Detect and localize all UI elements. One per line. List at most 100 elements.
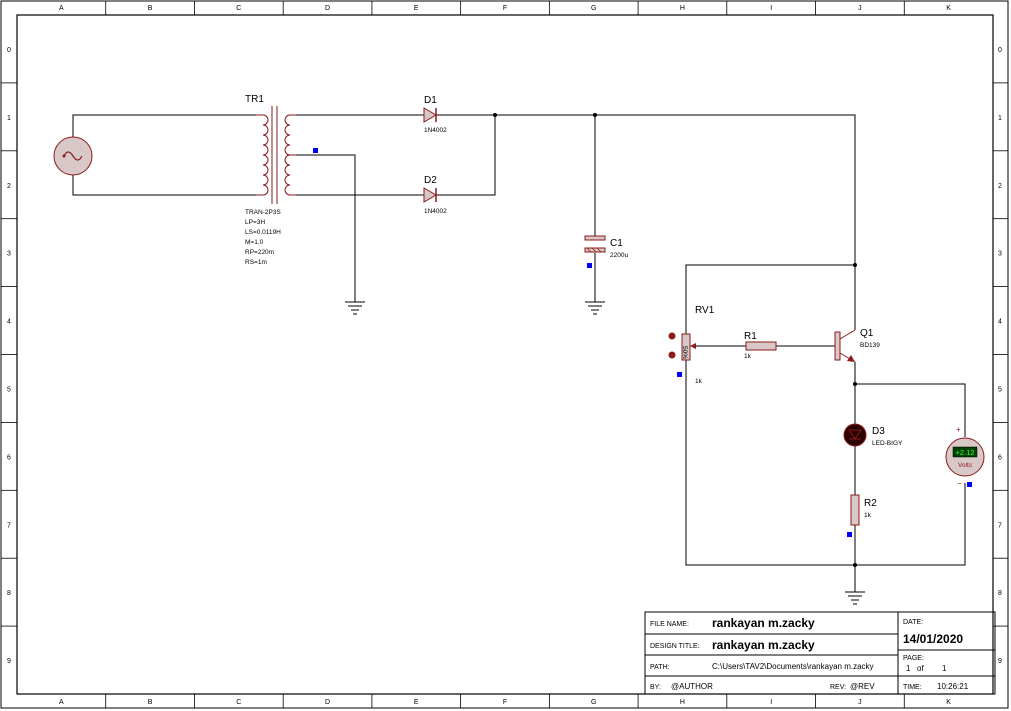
- path-label: PATH:: [650, 664, 670, 671]
- row-label-left: 6: [7, 454, 11, 461]
- time-value: 10:26:21: [937, 682, 969, 691]
- voltmeter[interactable]: +2.12 Volts + −: [945, 425, 985, 488]
- row-label-right: 1: [998, 115, 1002, 122]
- ground-icon: [585, 301, 605, 315]
- capacitor-c1[interactable]: C1 2200u: [584, 235, 628, 259]
- row-label-left: 9: [7, 658, 11, 665]
- q1-value: BD139: [860, 342, 880, 349]
- column-label-top: I: [770, 5, 772, 12]
- transistor-q1[interactable]: Q1 BD139: [834, 328, 880, 363]
- diode-d1[interactable]: D1 1N4002: [423, 95, 447, 134]
- row-label-left: 3: [7, 251, 11, 258]
- row-label-right: 7: [998, 522, 1002, 529]
- selection-markers: [313, 148, 972, 537]
- d2-ref: D2: [424, 175, 437, 186]
- r1-value: 1k: [744, 353, 752, 360]
- led-d3[interactable]: D3 LED-BIGY: [843, 423, 903, 447]
- tr1-param-2: LS=0.0119H: [245, 229, 281, 236]
- ground-icon: [345, 301, 365, 315]
- column-label-top: J: [858, 5, 862, 12]
- row-label-right: 5: [998, 386, 1002, 393]
- column-label-bottom: D: [325, 699, 330, 706]
- file-name-label: FILE NAME:: [650, 621, 689, 628]
- column-label-bottom: G: [591, 699, 596, 706]
- row-label-right: 9: [998, 658, 1002, 665]
- wires: [72, 114, 966, 592]
- column-label-bottom: I: [770, 699, 772, 706]
- column-label-top: D: [325, 5, 330, 12]
- tr1-param-1: LP=3H: [245, 219, 265, 226]
- rev-label: REV:: [830, 684, 846, 691]
- q1-ref: Q1: [860, 328, 874, 339]
- row-label-left: 7: [7, 522, 11, 529]
- column-label-bottom: B: [148, 699, 153, 706]
- resistor-r2[interactable]: R2 1k: [850, 494, 877, 526]
- d3-ref: D3: [872, 426, 885, 437]
- column-label-bottom: C: [236, 699, 241, 706]
- tr1-param-4: RP=220m: [245, 249, 274, 256]
- design-title-value: rankayan m.zacky: [712, 638, 815, 652]
- d3-value: LED-BIGY: [872, 440, 903, 447]
- column-label-top: K: [946, 5, 951, 12]
- rev-value: @REV: [850, 682, 875, 691]
- row-label-right: 2: [998, 183, 1002, 190]
- row-label-left: 2: [7, 183, 11, 190]
- path-value: C:\Users\TAV2\Documents\rankayan m.zacky: [712, 662, 874, 671]
- file-name-value: rankayan m.zacky: [712, 616, 815, 630]
- column-label-top: E: [414, 5, 419, 12]
- rv1-wiper-text: 50%: [681, 346, 688, 359]
- rv1-ref: RV1: [695, 305, 715, 316]
- diode-d2[interactable]: D2 1N4002: [423, 175, 447, 215]
- r1-ref: R1: [744, 331, 757, 342]
- r2-ref: R2: [864, 498, 877, 509]
- column-label-top: B: [148, 5, 153, 12]
- voltmeter-minus: −: [957, 479, 962, 488]
- c1-value: 2200u: [610, 252, 628, 259]
- row-label-right: 3: [998, 251, 1002, 258]
- row-label-left: 0: [7, 47, 11, 54]
- page-total: 1: [942, 664, 947, 673]
- resistor-r1[interactable]: R1 1k: [744, 331, 777, 360]
- column-label-top: F: [503, 5, 507, 12]
- voltmeter-plus: +: [956, 425, 961, 434]
- d1-ref: D1: [424, 95, 437, 106]
- column-label-bottom: E: [414, 699, 419, 706]
- d1-value: 1N4002: [424, 127, 447, 134]
- row-label-left: 8: [7, 590, 11, 597]
- row-label-left: 4: [7, 319, 11, 326]
- page-of: of: [917, 664, 924, 673]
- design-title-label: DESIGN TITLE:: [650, 643, 700, 650]
- rv1-decrease-button[interactable]: [668, 351, 676, 359]
- page-label: PAGE:: [903, 655, 924, 662]
- ground-icon: [845, 591, 865, 605]
- transformer-tr1[interactable]: TR1 TRAN-2P3S LP=3H LS=0.0119H M=1.0 RP=…: [245, 94, 296, 266]
- title-block: [644, 611, 996, 695]
- column-label-top: H: [680, 5, 685, 12]
- column-label-top: G: [591, 5, 596, 12]
- column-label-bottom: F: [503, 699, 507, 706]
- voltmeter-reading: +2.12: [956, 448, 975, 457]
- tr1-ref: TR1: [245, 94, 264, 105]
- column-label-bottom: K: [946, 699, 951, 706]
- voltmeter-unit: Volts: [958, 462, 973, 469]
- column-label-bottom: H: [680, 699, 685, 706]
- d2-value: 1N4002: [424, 208, 447, 215]
- row-label-right: 8: [998, 590, 1002, 597]
- r2-value: 1k: [864, 512, 872, 519]
- rv1-value: 1k: [695, 378, 703, 385]
- column-label-top: A: [59, 5, 64, 12]
- date-label: DATE:: [903, 619, 923, 626]
- potentiometer-rv1[interactable]: RV1 50% 1k: [668, 305, 715, 385]
- by-label: BY:: [650, 684, 661, 691]
- page-value: 1: [906, 664, 911, 673]
- column-label-bottom: J: [858, 699, 862, 706]
- rv1-increase-button[interactable]: [668, 332, 676, 340]
- row-label-right: 6: [998, 454, 1002, 461]
- junctions: [493, 113, 857, 567]
- column-label-bottom: A: [59, 699, 64, 706]
- ac-source-icon[interactable]: [53, 136, 93, 176]
- tr1-param-0: TRAN-2P3S: [245, 209, 281, 216]
